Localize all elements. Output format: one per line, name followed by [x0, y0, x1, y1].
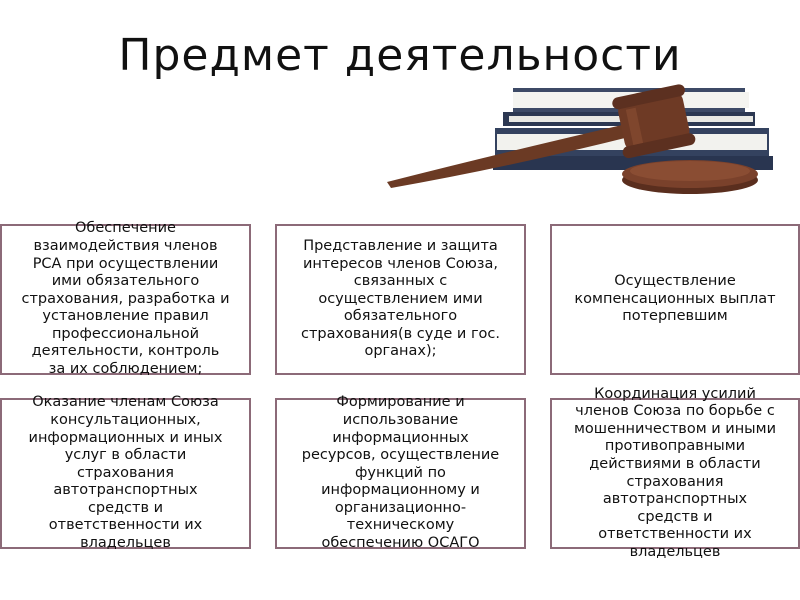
- activity-box-6: Координация усилий членов Союза по борьб…: [550, 386, 800, 560]
- slide-title: Предмет деятельности: [118, 30, 682, 81]
- activity-text-5: Формирование и использование информацион…: [301, 394, 500, 552]
- gavel-illustration: [387, 84, 773, 194]
- gavel-head: [612, 84, 696, 159]
- activity-box-1: Обеспечение взаимодействия членов РСА пр…: [0, 220, 251, 377]
- activity-box-5: Формирование и использование информацион…: [275, 394, 526, 551]
- activity-text-3: Осуществление компенсационных выплат пот…: [574, 273, 776, 325]
- activity-text-2: Представление и защита интересов членов …: [300, 237, 501, 360]
- activity-box-2: Представление и защита интересов членов …: [275, 224, 526, 375]
- activity-text-6: Координация усилий членов Союза по борьб…: [573, 385, 776, 560]
- activity-box-3: Осуществление компенсационных выплат пот…: [550, 224, 800, 375]
- activity-box-4: Оказание членам Союза консультационных, …: [0, 394, 251, 551]
- activity-text-1: Обеспечение взаимодействия членов РСА пр…: [21, 220, 230, 378]
- gavel-handle: [387, 122, 641, 188]
- activity-text-4: Оказание членам Союза консультационных, …: [28, 394, 223, 552]
